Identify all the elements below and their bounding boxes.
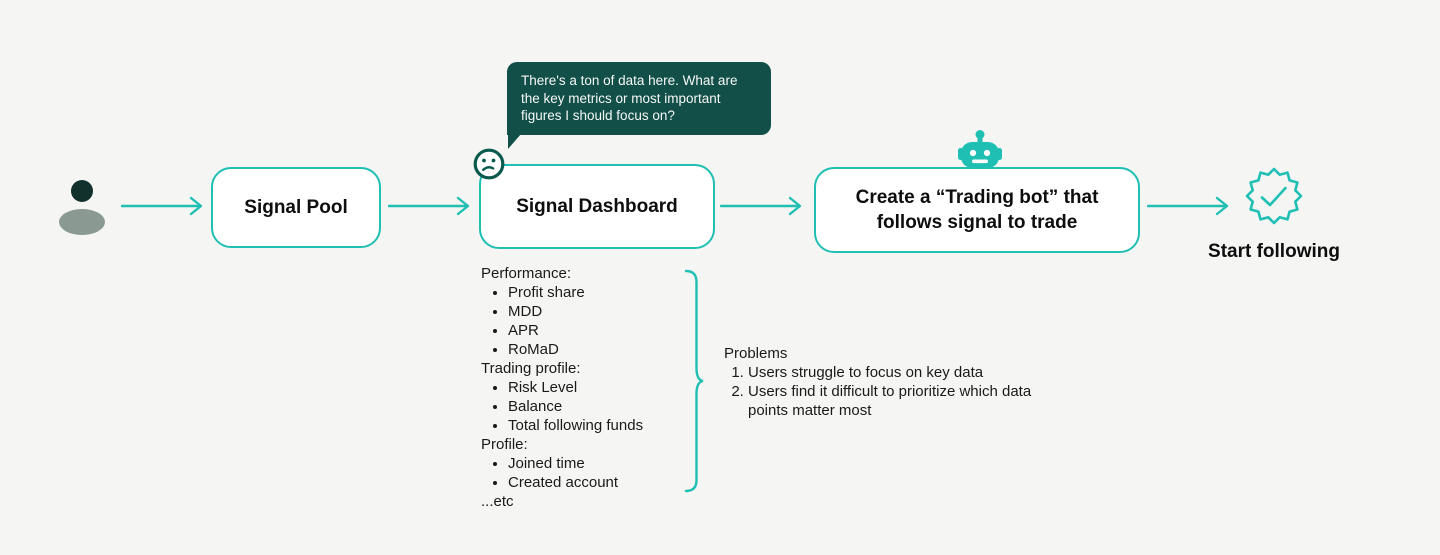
node-label: follows signal to trade bbox=[876, 212, 1078, 233]
start-following-label: Start following bbox=[1208, 241, 1340, 262]
list-item: Users find it difficult to prioritize wh… bbox=[748, 382, 1036, 420]
list-item: Created account bbox=[508, 473, 716, 492]
problems-list: Users struggle to focus on key data User… bbox=[724, 363, 1036, 420]
node-label: Create a “Trading bot” that bbox=[855, 187, 1099, 208]
dashboard-details: Performance: Profit share MDD APR RoMaD … bbox=[481, 264, 716, 511]
problems-title: Problems bbox=[724, 345, 788, 362]
details-section-list: Joined time Created account bbox=[481, 454, 716, 492]
arrow-right-icon bbox=[388, 196, 470, 216]
details-section-label: Trading profile: bbox=[481, 360, 581, 377]
user-icon bbox=[59, 180, 105, 235]
curly-brace bbox=[684, 269, 704, 493]
node-label: Signal Pool bbox=[244, 197, 348, 218]
robot-icon bbox=[958, 130, 1002, 168]
arrow-right-icon bbox=[720, 196, 802, 216]
list-item: APR bbox=[508, 321, 716, 340]
list-item: Profit share bbox=[508, 283, 716, 302]
list-item: Balance bbox=[508, 397, 716, 416]
verified-badge-check-icon bbox=[1245, 167, 1303, 225]
details-section-label: Profile: bbox=[481, 436, 528, 453]
node-signal-pool: Signal Pool bbox=[211, 167, 381, 248]
node-label: Signal Dashboard bbox=[516, 196, 678, 217]
details-footer: ...etc bbox=[481, 493, 514, 510]
node-signal-dashboard: Signal Dashboard bbox=[479, 164, 715, 249]
node-trading-bot: Create a “Trading bot” that follows sign… bbox=[814, 167, 1140, 253]
speech-bubble-tail bbox=[508, 134, 521, 150]
arrow-right-icon bbox=[121, 196, 203, 216]
speech-bubble: There's a ton of data here. What are the… bbox=[507, 62, 771, 150]
list-item: Risk Level bbox=[508, 378, 716, 397]
list-item: Total following funds bbox=[508, 416, 716, 435]
list-item: Joined time bbox=[508, 454, 716, 473]
details-section-label: Performance: bbox=[481, 265, 572, 282]
arrow-right-icon bbox=[1147, 196, 1229, 216]
speech-bubble-line: figures I should focus on? bbox=[521, 108, 675, 124]
confused-face-icon bbox=[473, 148, 505, 180]
details-section-list: Profit share MDD APR RoMaD bbox=[481, 283, 716, 359]
details-section-list: Risk Level Balance Total following funds bbox=[481, 378, 716, 435]
list-item: RoMaD bbox=[508, 340, 716, 359]
problems-note: Problems Users struggle to focus on key … bbox=[724, 344, 1036, 420]
list-item: MDD bbox=[508, 302, 716, 321]
list-item: Users struggle to focus on key data bbox=[748, 363, 1036, 382]
speech-bubble-line: There's a ton of data here. What are bbox=[521, 73, 738, 88]
speech-bubble-line: the key metrics or most important bbox=[521, 90, 721, 106]
